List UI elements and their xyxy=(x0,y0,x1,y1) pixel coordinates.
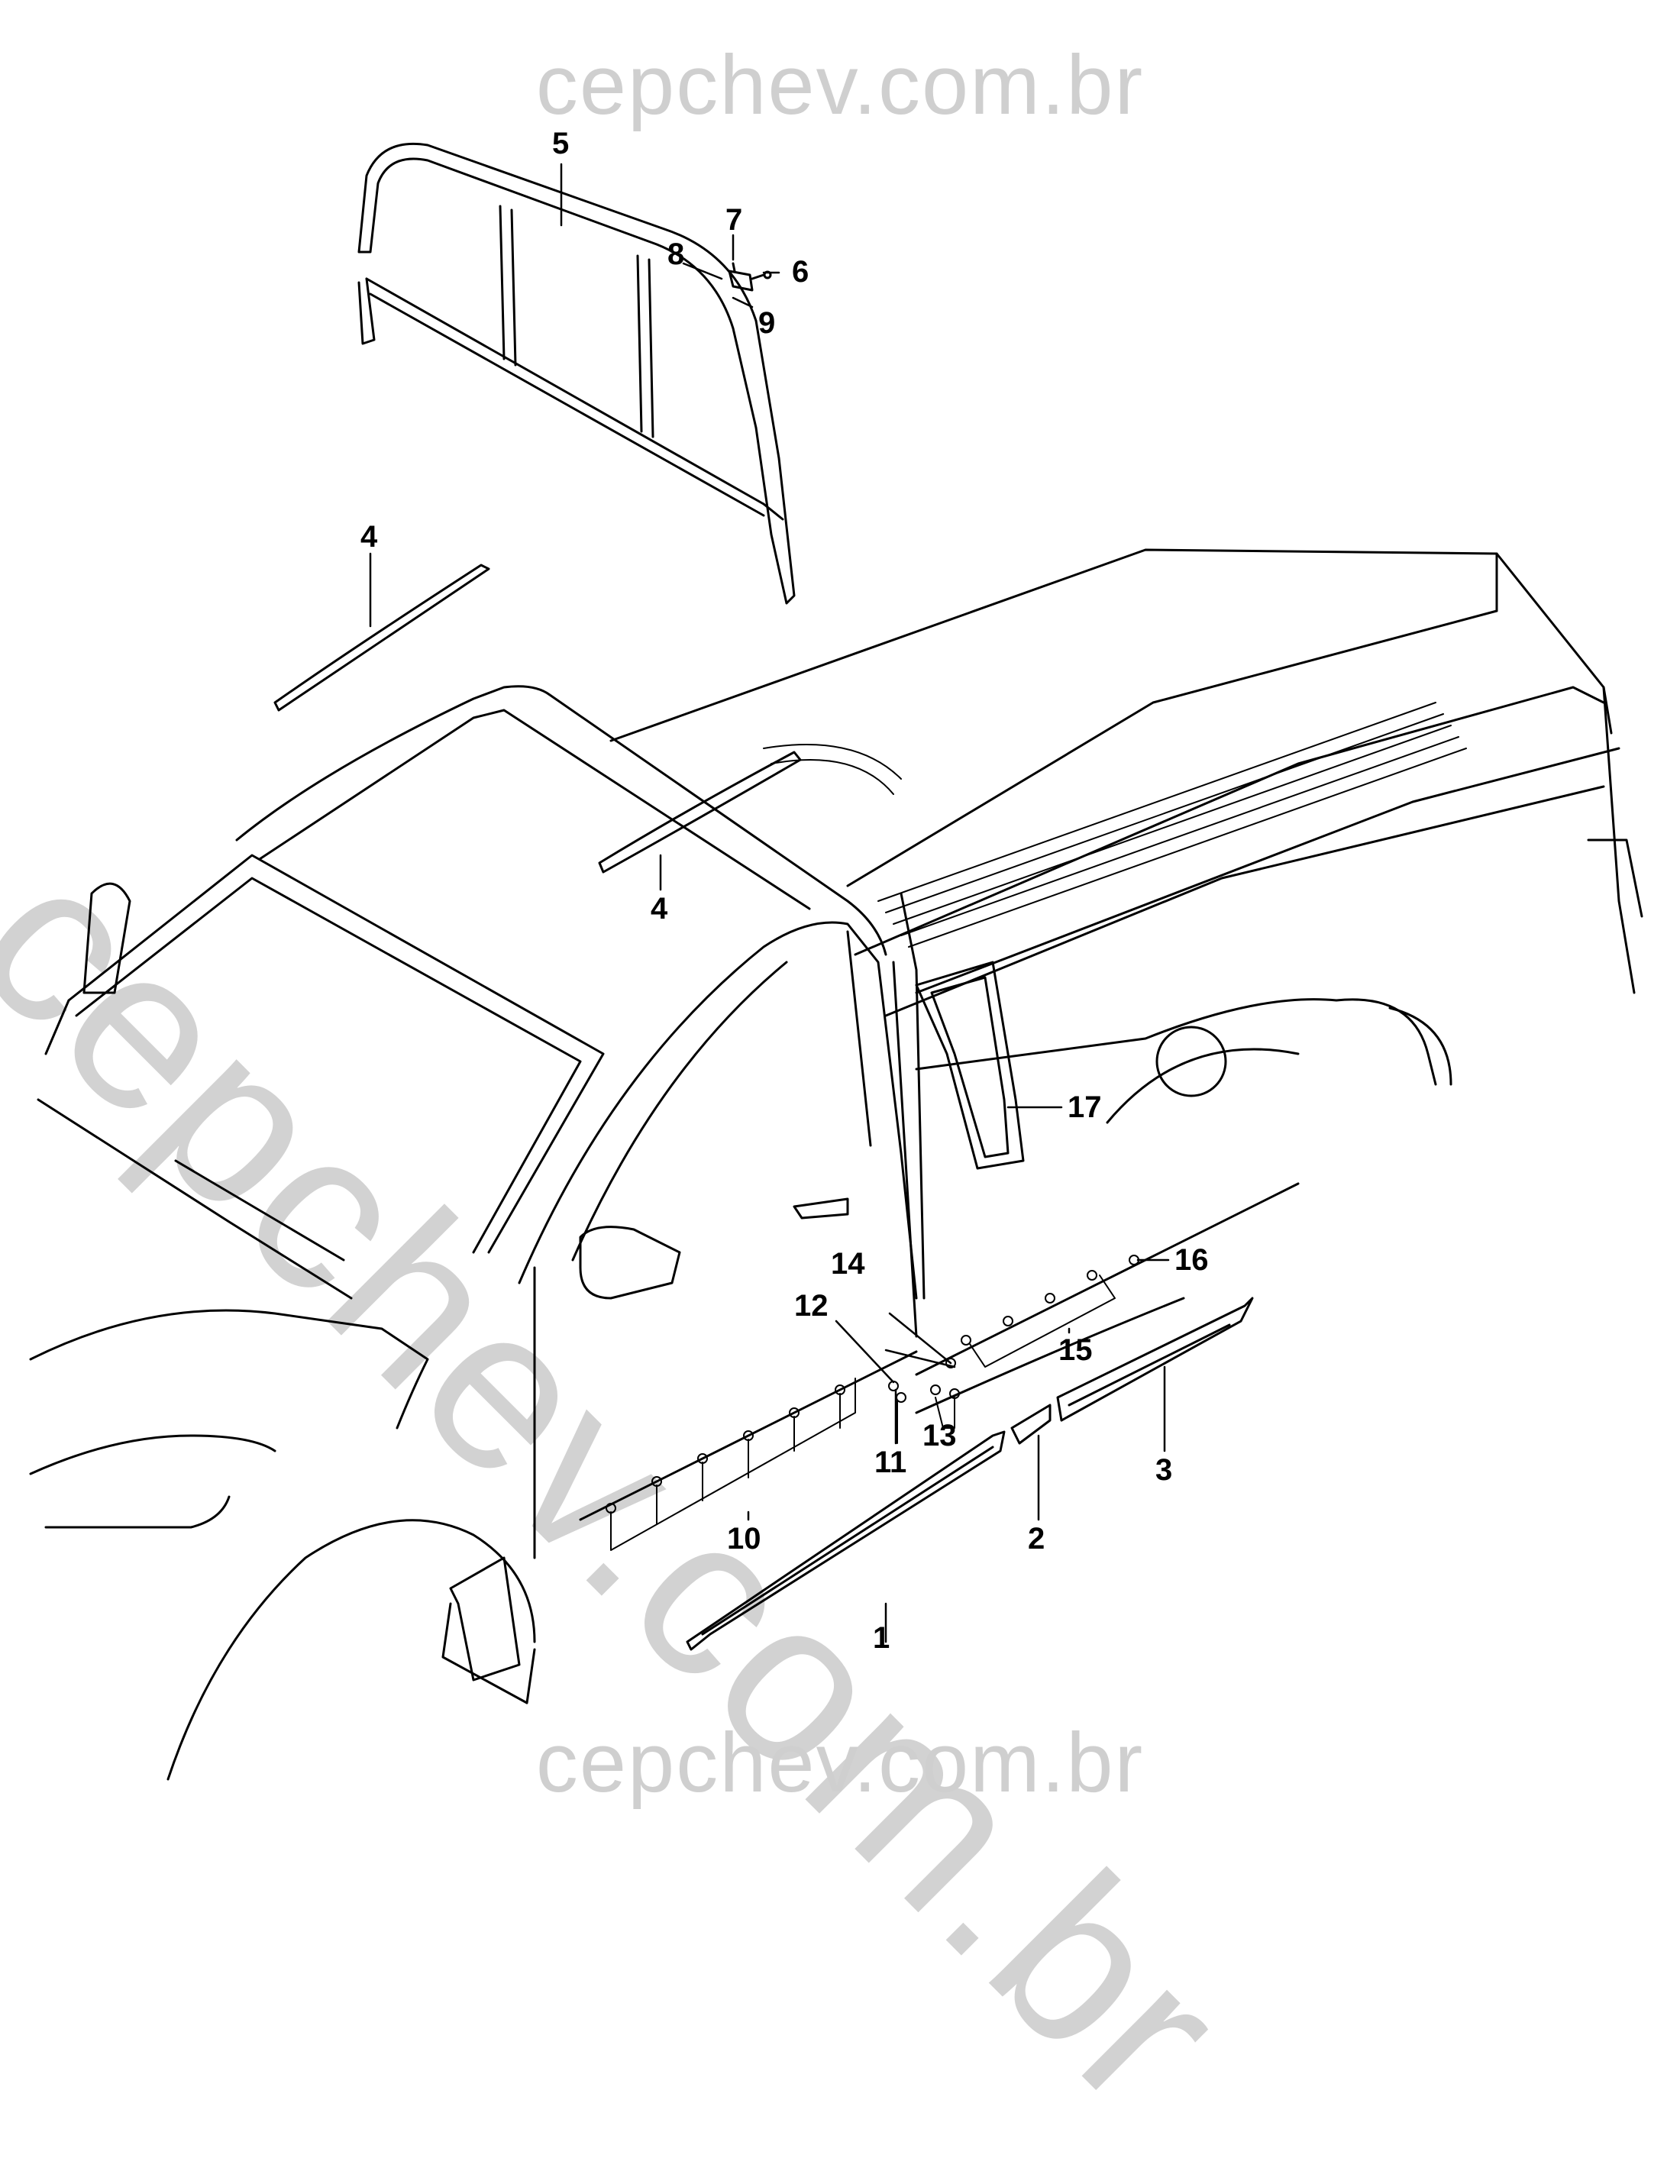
callout-16: 16 xyxy=(1174,1243,1209,1277)
parts-diagram: cepchev.com.br cepchev.com.br cepchev.co… xyxy=(0,38,1643,2155)
truck-line-art xyxy=(29,142,1643,1781)
clip-row-15 xyxy=(961,1270,1116,1368)
callout-17: 17 xyxy=(1068,1090,1102,1124)
cab-body-drawing xyxy=(29,685,926,1559)
molding-clip-piece xyxy=(1010,1404,1052,1445)
callout-15: 15 xyxy=(1058,1333,1093,1367)
callout-4-upper: 4 xyxy=(360,520,378,554)
front-fender-drawing xyxy=(166,1519,536,1781)
callout-6: 6 xyxy=(792,255,809,289)
callout-8: 8 xyxy=(667,237,685,271)
bracket-drawing xyxy=(728,262,772,292)
callout-3: 3 xyxy=(1155,1453,1173,1487)
callout-14: 14 xyxy=(831,1247,865,1281)
bed-floor-ribs xyxy=(763,702,1467,948)
callout-5: 5 xyxy=(552,127,570,160)
callout-7: 7 xyxy=(725,203,743,237)
watermark-top: cepchev.com.br xyxy=(535,38,1145,132)
pillar-applique-drawing xyxy=(915,961,1025,1170)
cab-rack-drawing xyxy=(357,142,796,605)
rocker-molding-front xyxy=(686,1430,1006,1651)
callout-13: 13 xyxy=(922,1419,957,1452)
clips-11-14 xyxy=(888,1255,1139,1444)
leader-lines xyxy=(369,163,1170,1643)
callout-12: 12 xyxy=(794,1289,829,1323)
watermark-bottom: cepchev.com.br xyxy=(535,1716,1145,1810)
rocker-molding-rear xyxy=(1056,1297,1254,1422)
roof-trim-strip-upper xyxy=(273,564,490,712)
callout-10: 10 xyxy=(727,1522,761,1556)
callout-1: 1 xyxy=(873,1621,890,1655)
callout-4-lower: 4 xyxy=(651,892,668,926)
roof-trim-strip-lower xyxy=(598,751,802,874)
callout-9: 9 xyxy=(758,306,776,340)
callout-11: 11 xyxy=(874,1446,907,1479)
clip-row-10 xyxy=(606,1378,856,1551)
callout-2: 2 xyxy=(1028,1522,1045,1556)
